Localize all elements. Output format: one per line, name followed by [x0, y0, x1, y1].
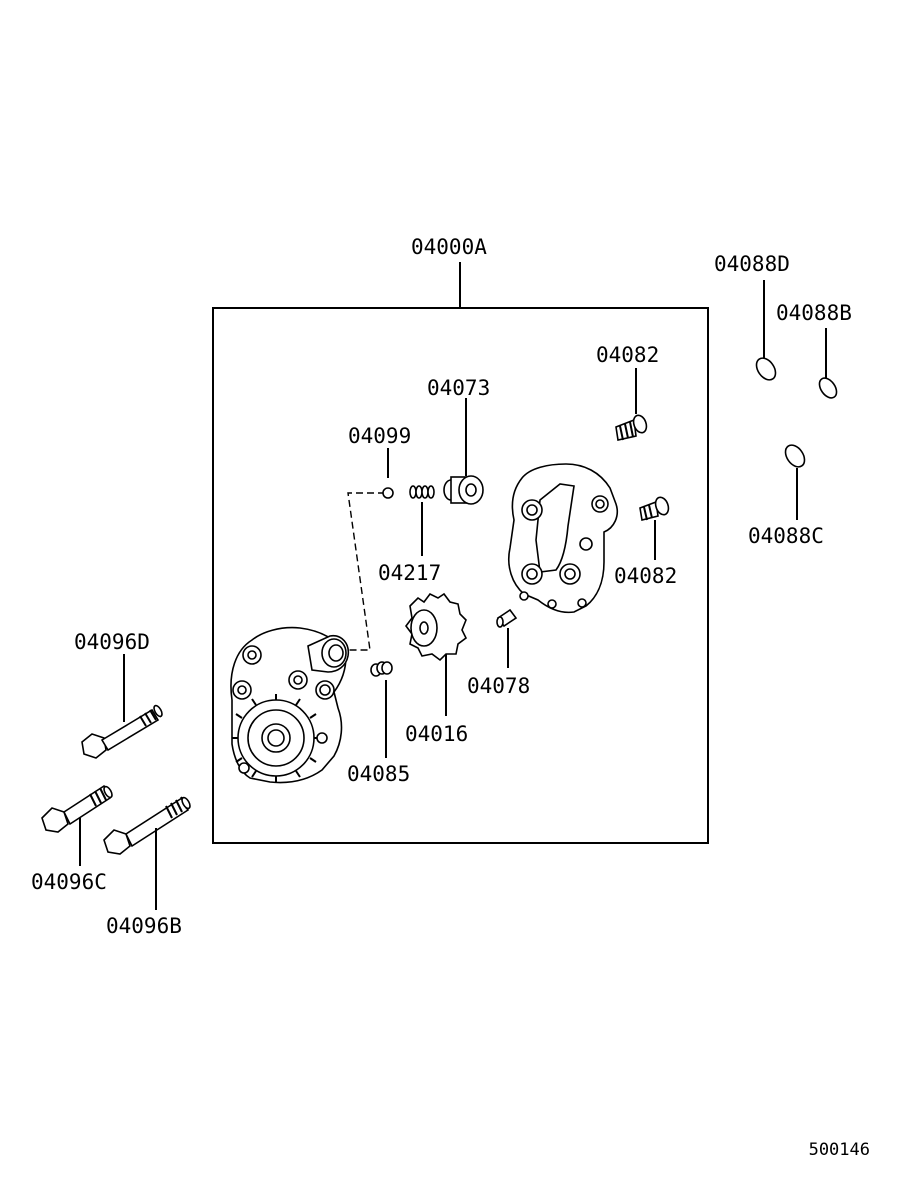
label-04082-right[interactable]: 04082 — [614, 564, 677, 588]
part-04082-screw-right[interactable] — [639, 495, 671, 521]
part-04088D-oring[interactable] — [753, 355, 780, 384]
label-04088C[interactable]: 04088C — [748, 524, 824, 548]
part-04096C-bolt[interactable] — [41, 784, 114, 833]
pump-housing[interactable] — [230, 626, 350, 784]
part-04016-gear[interactable] — [405, 592, 468, 664]
part-04099-ball[interactable] — [382, 487, 394, 499]
label-04096B[interactable]: 04096B — [106, 914, 182, 938]
label-04099[interactable]: 04099 — [348, 424, 411, 448]
part-04088B-oring[interactable] — [816, 375, 840, 401]
pump-cover-plate[interactable] — [508, 463, 619, 614]
part-04073-valve[interactable] — [443, 475, 484, 505]
label-04085[interactable]: 04085 — [347, 762, 410, 786]
label-04217[interactable]: 04217 — [378, 561, 441, 585]
figure-code: 500146 — [808, 1140, 870, 1160]
part-04078-pin[interactable] — [496, 608, 518, 628]
part-04217-spring[interactable] — [409, 485, 435, 499]
label-04073[interactable]: 04073 — [427, 376, 490, 400]
label-04078[interactable]: 04078 — [467, 674, 530, 698]
part-04085-spring[interactable] — [370, 661, 393, 677]
label-04016[interactable]: 04016 — [405, 722, 468, 746]
label-04096D[interactable]: 04096D — [74, 630, 150, 654]
label-04088B[interactable]: 04088B — [776, 301, 852, 325]
label-04088D[interactable]: 04088D — [714, 252, 790, 276]
alignment-dashed-line — [345, 492, 385, 651]
label-04082-top[interactable]: 04082 — [596, 343, 659, 367]
part-04096B-bolt[interactable] — [103, 796, 192, 855]
label-04000A[interactable]: 04000A — [411, 235, 487, 259]
part-04096D-bolt[interactable] — [81, 704, 164, 759]
part-04082-screw-top[interactable] — [615, 413, 649, 441]
label-04096C[interactable]: 04096C — [31, 870, 107, 894]
part-04088C-oring[interactable] — [782, 442, 809, 471]
